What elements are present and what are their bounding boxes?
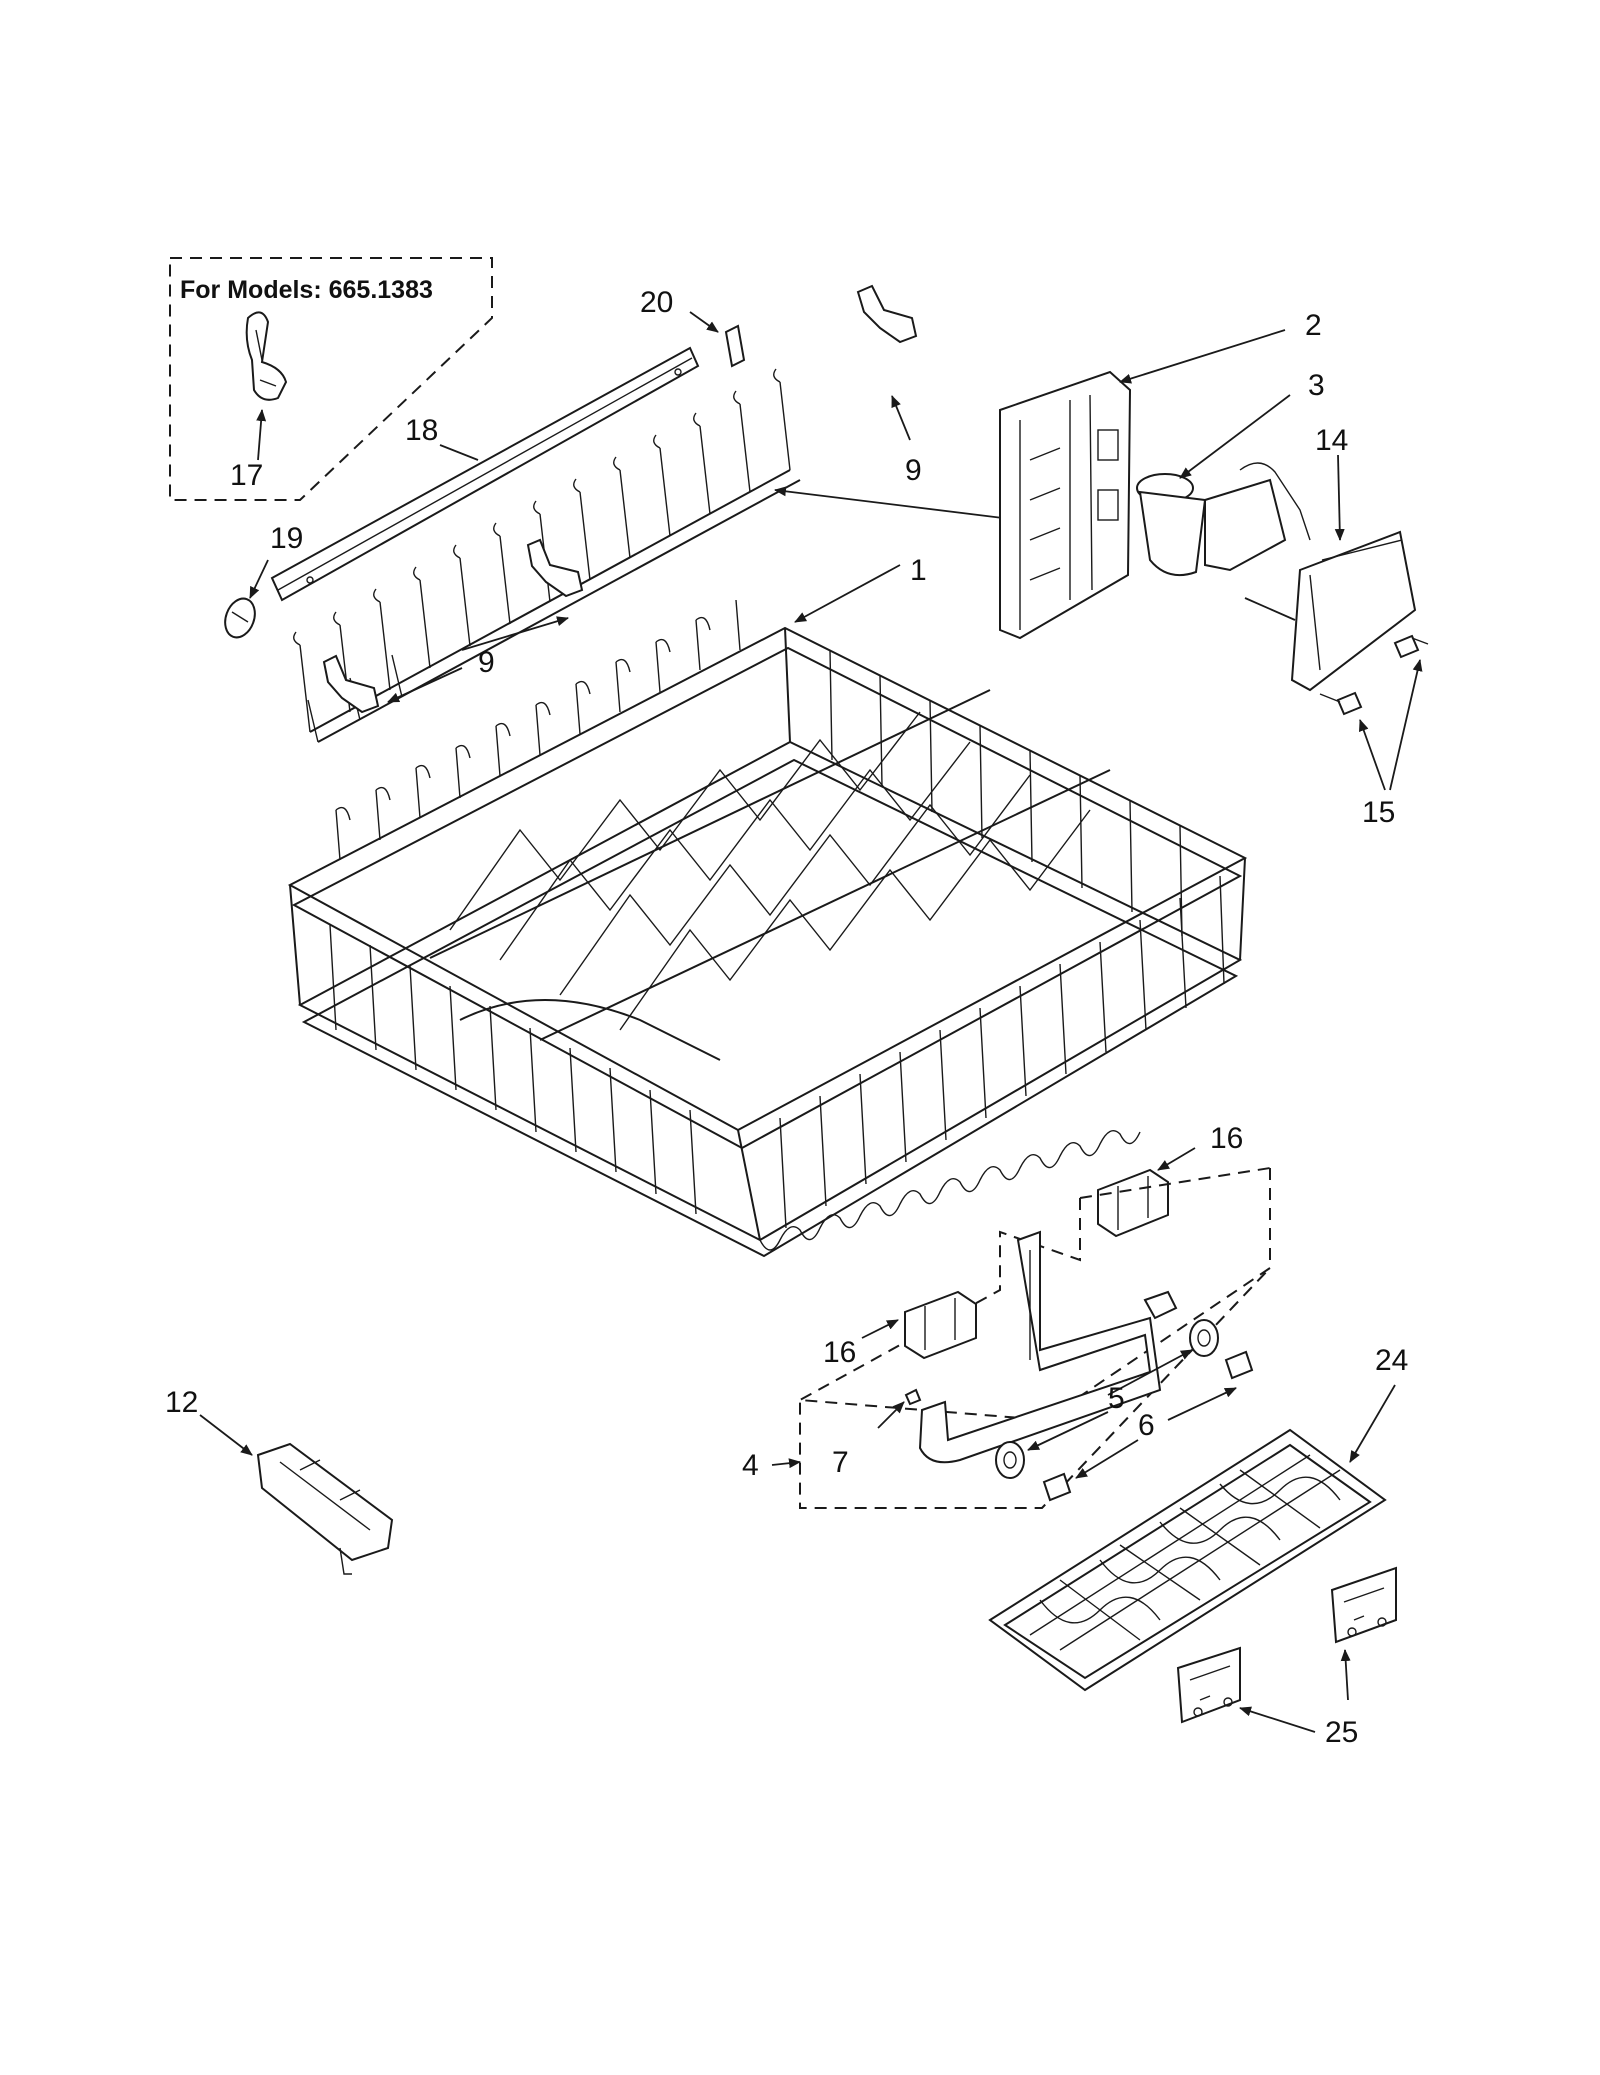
callout-16-right: 16 <box>1210 1122 1243 1155</box>
part-16-slide-left <box>904 1290 977 1360</box>
leader-16-left <box>861 1319 899 1339</box>
leader-15a <box>1389 659 1423 791</box>
leader-19 <box>249 559 269 599</box>
part-25-bracket-right <box>1330 1566 1397 1644</box>
leader-5a <box>1107 1349 1193 1396</box>
part-16-slide-right <box>1097 1168 1169 1238</box>
leader-9-top <box>891 395 911 441</box>
part-6-axle-lower <box>1042 1472 1072 1502</box>
leader-3 <box>1179 394 1291 479</box>
part-12-stop <box>256 1442 394 1575</box>
leader-16-right <box>1157 1147 1196 1171</box>
part-18-rail <box>270 346 700 602</box>
callout-25: 25 <box>1325 1716 1358 1749</box>
part-14-cover <box>1290 530 1417 692</box>
part-20-pin <box>724 324 746 368</box>
leader-14 <box>1334 454 1345 541</box>
part-25-bracket-left <box>1176 1646 1241 1724</box>
part-15-screw-a <box>1393 634 1429 659</box>
leader-20 <box>689 311 719 333</box>
leader-6a <box>1167 1387 1237 1421</box>
leader-15b <box>1358 719 1386 791</box>
leader-9-left <box>387 667 463 703</box>
callout-5: 5 <box>1108 1382 1125 1415</box>
callout-7: 7 <box>832 1446 849 1479</box>
leader-18 <box>439 444 479 461</box>
callout-1: 1 <box>910 554 927 587</box>
callout-20: 20 <box>640 286 673 319</box>
part-5-wheel-upper <box>1189 1319 1219 1357</box>
part-3-adjuster-handle <box>1136 462 1311 576</box>
leader-1 <box>794 564 901 623</box>
callout-15: 15 <box>1362 796 1395 829</box>
callout-12: 12 <box>165 1386 198 1419</box>
part-17-clip <box>245 311 288 401</box>
callout-17: 17 <box>230 459 263 492</box>
leader-5b <box>1027 1411 1109 1451</box>
part-4-rack-track <box>918 1230 1178 1464</box>
callout-9-top: 9 <box>905 454 922 487</box>
callout-24: 24 <box>1375 1344 1408 1377</box>
part-9-clip-mid <box>526 538 584 598</box>
leader-9-right <box>461 616 569 651</box>
callout-6: 6 <box>1138 1409 1155 1442</box>
leader-12 <box>199 1414 253 1456</box>
models-note-text: For Models: 665.1383 <box>180 276 433 304</box>
part-9-clip-right <box>322 654 380 714</box>
part-6-axle-upper <box>1224 1350 1254 1380</box>
part-2-adjuster-housing <box>999 370 1132 640</box>
leader-14b <box>1244 597 1296 621</box>
callout-19: 19 <box>270 522 303 555</box>
callout-14: 14 <box>1315 424 1348 457</box>
callout-3: 3 <box>1308 369 1325 402</box>
callout-2: 2 <box>1305 309 1322 342</box>
leader-25a <box>1239 1706 1316 1733</box>
models-note-box: For Models: 665.1383 <box>169 257 493 501</box>
leader-2 <box>1119 329 1286 384</box>
part-19-cap <box>224 597 256 639</box>
callout-16-left: 16 <box>823 1336 856 1369</box>
part-7-pin <box>904 1388 922 1406</box>
part-15-screw-b <box>1319 691 1363 716</box>
part-1-upper-rack <box>287 599 1248 1258</box>
leader-4 <box>771 1458 801 1469</box>
leader-7 <box>877 1401 905 1429</box>
part-5-wheel-lower <box>995 1441 1025 1479</box>
leader-24 <box>1349 1384 1396 1463</box>
leader-6b <box>1075 1439 1139 1479</box>
callout-4: 4 <box>742 1449 759 1482</box>
leader-25b <box>1340 1649 1351 1701</box>
part-9-clip-top <box>856 284 918 344</box>
leader-17 <box>256 409 267 461</box>
callout-18: 18 <box>405 414 438 447</box>
group-4-box <box>799 1168 1271 1509</box>
callout-9-mid: 9 <box>478 646 495 679</box>
part-24-tray <box>988 1428 1387 1692</box>
